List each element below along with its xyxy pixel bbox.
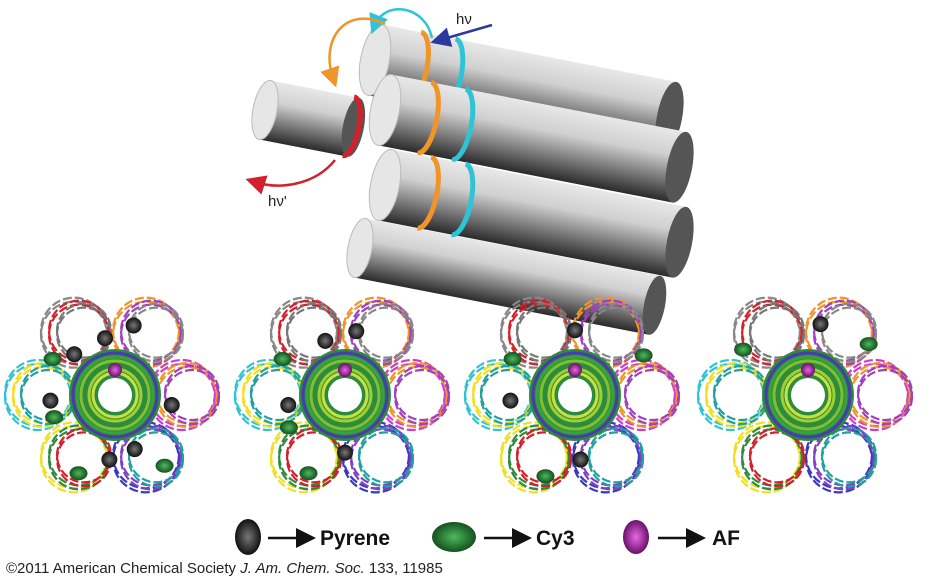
cylinder bbox=[368, 149, 694, 278]
dye-band bbox=[342, 94, 363, 159]
central-helix bbox=[69, 349, 161, 441]
credit-journal: J. Am. Chem. Soc. bbox=[240, 560, 365, 577]
cyan-transfer-arrow bbox=[369, 8, 434, 39]
cy3-marker bbox=[859, 337, 878, 352]
legend-af-label: AF bbox=[712, 527, 740, 550]
helix-ring bbox=[732, 296, 806, 369]
legend-pyrene-label: Pyrene bbox=[320, 527, 390, 550]
cross-section-view bbox=[233, 296, 451, 494]
excitation-label: hν bbox=[456, 11, 472, 28]
helix-ring bbox=[147, 358, 221, 432]
pyrene-marker bbox=[812, 316, 829, 333]
pyrene-marker bbox=[572, 451, 589, 468]
cy3-marker bbox=[69, 466, 88, 481]
helix-ring bbox=[804, 421, 878, 494]
af-marker bbox=[801, 363, 815, 377]
af-marker-icon bbox=[623, 520, 649, 554]
cy3-marker bbox=[279, 420, 298, 435]
cy3-marker bbox=[734, 342, 753, 357]
red-emission-arrow bbox=[245, 159, 336, 195]
legend-cy3-label: Cy3 bbox=[536, 527, 575, 550]
pyrene-marker bbox=[337, 444, 353, 461]
cy3-marker-icon bbox=[432, 522, 476, 552]
pyrene-marker bbox=[280, 397, 297, 414]
cy3-marker bbox=[634, 348, 653, 363]
pyrene-marker bbox=[502, 392, 519, 409]
copyright-credit: ©2011 American Chemical Society J. Am. C… bbox=[6, 560, 443, 577]
cross-section-view bbox=[696, 296, 914, 494]
cross-section-view bbox=[463, 296, 681, 494]
cylinder bbox=[368, 74, 694, 203]
af-marker bbox=[108, 363, 122, 377]
pyrene-marker bbox=[66, 346, 83, 363]
pyrene-marker bbox=[125, 317, 142, 334]
cylinder-end-face bbox=[346, 217, 374, 279]
dye-band bbox=[416, 154, 441, 231]
pyrene-marker bbox=[42, 392, 59, 409]
helix-ring bbox=[696, 358, 770, 432]
cy3-marker bbox=[43, 352, 62, 366]
orange-transfer-arrow bbox=[320, 17, 386, 88]
dna-origami-cylinder-bundle bbox=[251, 24, 694, 335]
excitation-arrow bbox=[430, 23, 493, 47]
pyrene-marker bbox=[163, 397, 180, 414]
helix-ring bbox=[377, 358, 451, 432]
cy3-marker bbox=[45, 410, 64, 425]
cy3-marker bbox=[155, 458, 174, 473]
helix-ring bbox=[233, 358, 307, 432]
cylinder-end-face bbox=[251, 79, 279, 141]
helix-ring bbox=[571, 421, 645, 494]
helix-ring bbox=[3, 358, 77, 432]
pyrene-marker bbox=[96, 330, 113, 347]
cy3-marker bbox=[536, 469, 555, 484]
pyrene-marker bbox=[101, 451, 118, 468]
cy3-marker bbox=[299, 466, 318, 481]
af-marker bbox=[338, 363, 352, 377]
central-helix bbox=[529, 349, 621, 441]
af-marker bbox=[568, 363, 582, 377]
cy3-marker bbox=[503, 352, 522, 366]
credit-suffix: 133, 11985 bbox=[364, 560, 443, 577]
dye-band bbox=[416, 79, 441, 156]
dye-band bbox=[451, 161, 476, 238]
cylinder bbox=[251, 79, 366, 159]
cross-section-view bbox=[3, 296, 221, 494]
pyrene-marker bbox=[348, 323, 365, 340]
central-helix bbox=[762, 349, 854, 441]
pyrene-marker bbox=[126, 441, 143, 458]
cross-section-views bbox=[3, 296, 914, 494]
helix-ring bbox=[463, 358, 537, 432]
credit-prefix: ©2011 American Chemical Society bbox=[6, 560, 241, 577]
helix-ring bbox=[269, 296, 343, 369]
dye-band bbox=[451, 86, 476, 163]
emission-label: hν' bbox=[268, 193, 287, 210]
pyrene-marker-icon bbox=[235, 519, 261, 555]
legend: Pyrene Cy3 AF bbox=[235, 519, 740, 555]
cylinder bbox=[346, 217, 667, 335]
pyrene-marker bbox=[317, 332, 334, 349]
pyrene-marker bbox=[567, 322, 583, 339]
central-helix bbox=[299, 349, 391, 441]
cy3-marker bbox=[273, 352, 292, 366]
